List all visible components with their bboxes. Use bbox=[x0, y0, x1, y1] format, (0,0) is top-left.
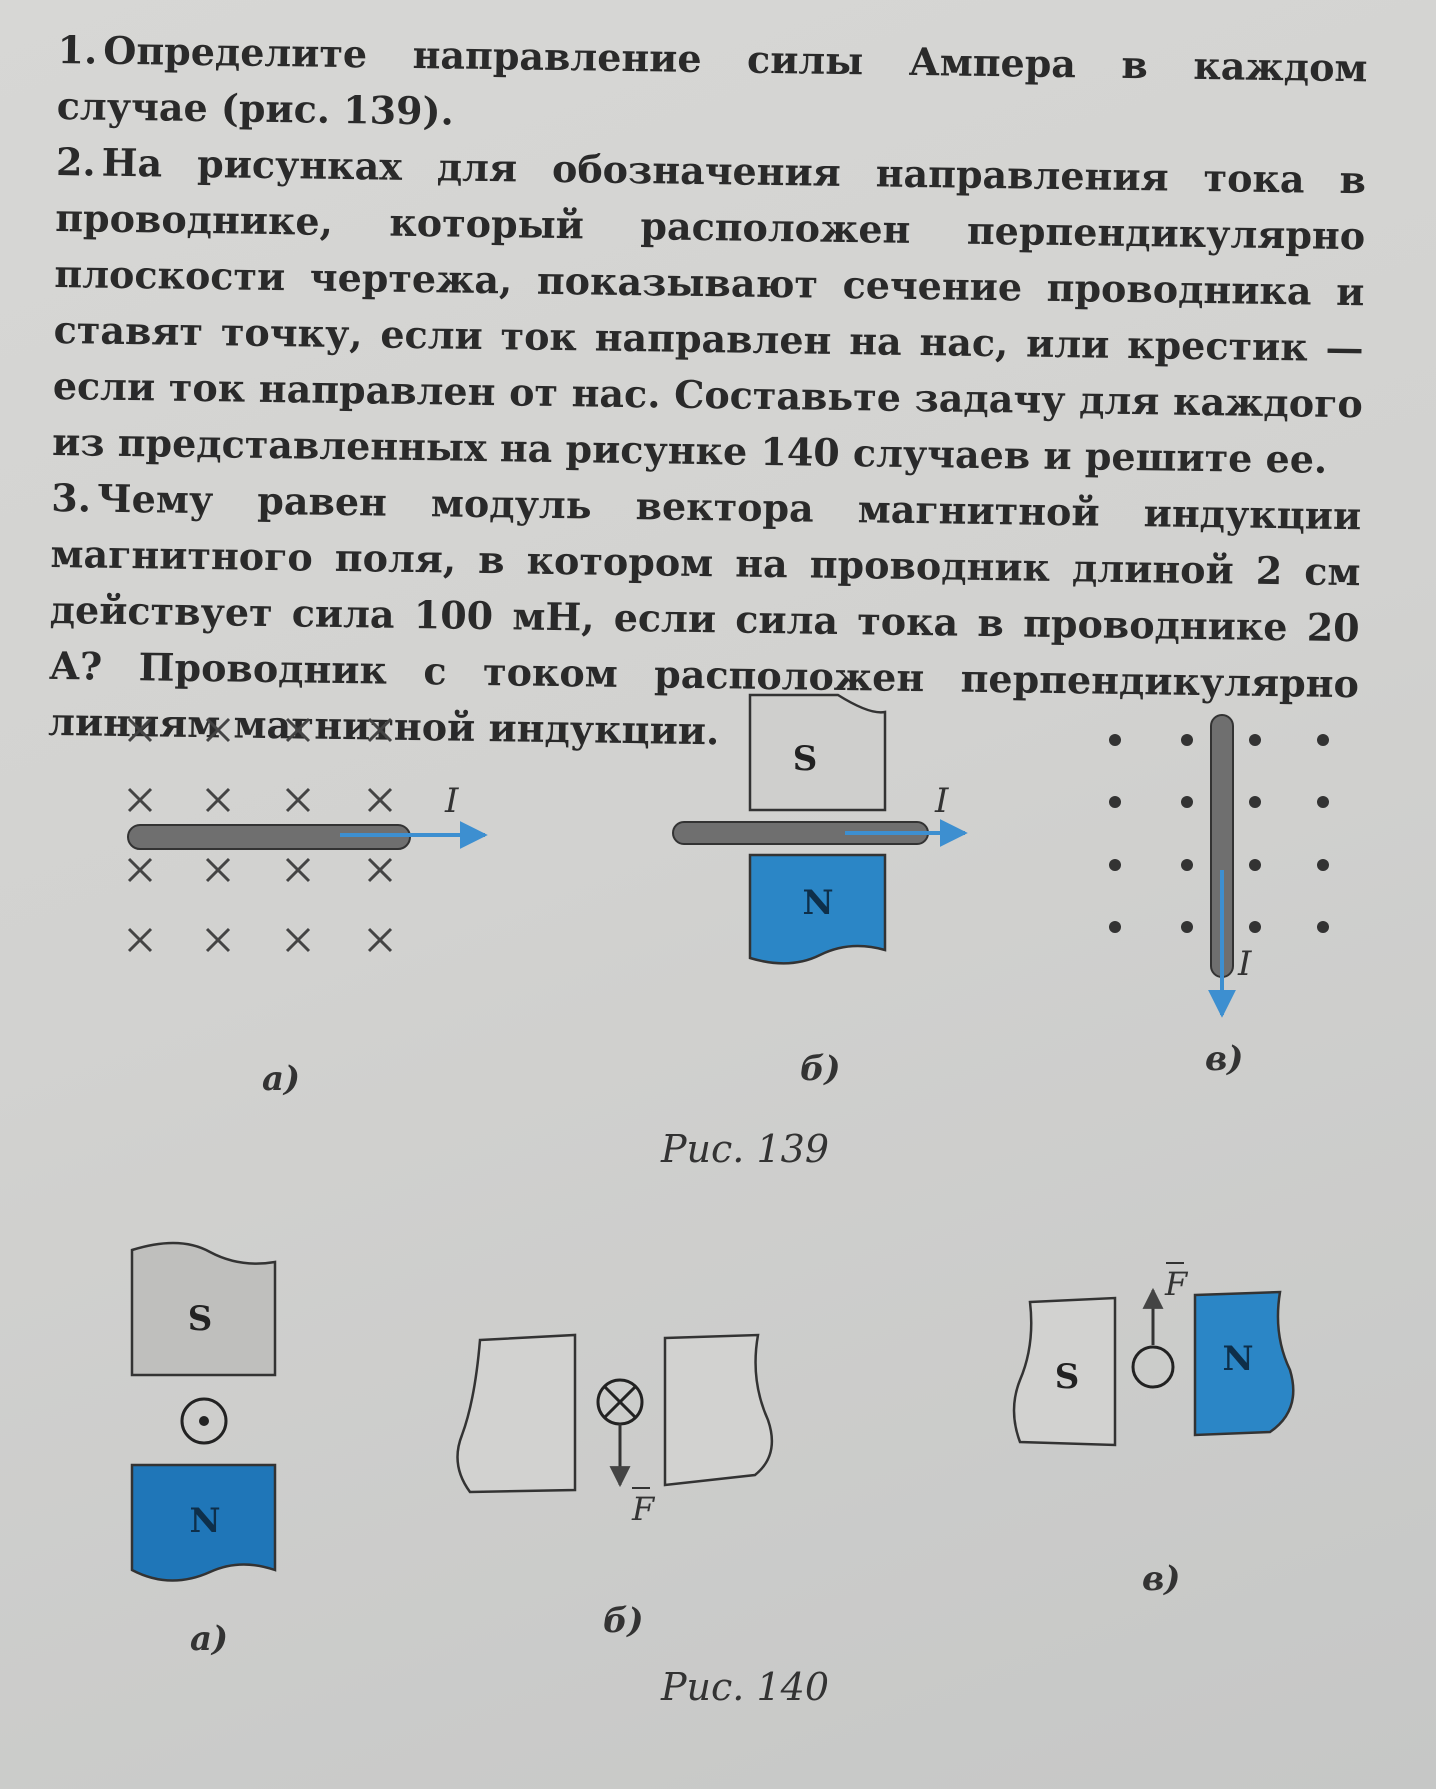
field-dot bbox=[1317, 921, 1329, 933]
magnet-n bbox=[1193, 1290, 1295, 1437]
field-cross bbox=[285, 857, 311, 883]
figure-140: S N а) F б) S F N в) Рис. 140 bbox=[130, 1241, 1295, 1709]
magnet-s bbox=[1012, 1296, 1117, 1447]
field-dot bbox=[1181, 734, 1193, 746]
field-cross bbox=[285, 717, 311, 743]
field-dot bbox=[1249, 734, 1261, 746]
figure-caption: Рис. 140 bbox=[660, 1665, 829, 1709]
field-cross bbox=[205, 927, 231, 953]
current-out-dot bbox=[199, 1416, 209, 1426]
field-dot bbox=[1181, 796, 1193, 808]
figure-caption: Рис. 139 bbox=[660, 1127, 829, 1171]
magnet-n-label: N bbox=[189, 1501, 220, 1541]
field-cross bbox=[127, 717, 153, 743]
field-dot bbox=[1317, 796, 1329, 808]
field-cross bbox=[367, 787, 393, 813]
field-cross bbox=[285, 927, 311, 953]
magnet-n bbox=[748, 853, 887, 965]
figure-139: I а) S N I б) I в) Рис. 139 bbox=[127, 693, 1329, 1171]
field-dot bbox=[1317, 859, 1329, 871]
force-label: F bbox=[631, 1490, 656, 1528]
field-dot bbox=[1109, 921, 1121, 933]
field-dot bbox=[1109, 734, 1121, 746]
magnet-left bbox=[456, 1333, 577, 1494]
force-label: F bbox=[1164, 1265, 1189, 1303]
problem-number: 3. bbox=[51, 474, 92, 521]
magnet-s-label: S bbox=[188, 1299, 213, 1339]
field-cross bbox=[205, 787, 231, 813]
field-dot bbox=[1181, 859, 1193, 871]
field-cross bbox=[127, 927, 153, 953]
problem-1: 1.Определите направление силы Ампера в к… bbox=[56, 22, 1368, 152]
magnet-s bbox=[130, 1241, 277, 1377]
problem-text: 1.Определите направление силы Ампера в к… bbox=[48, 22, 1368, 768]
field-dot bbox=[1109, 859, 1121, 871]
magnet-n bbox=[130, 1463, 277, 1582]
current-label: I bbox=[1237, 944, 1252, 984]
subfigure-label-b: б) bbox=[603, 1601, 644, 1641]
field-crosses bbox=[127, 717, 393, 953]
field-cross bbox=[367, 857, 393, 883]
field-cross bbox=[367, 927, 393, 953]
field-cross bbox=[127, 787, 153, 813]
problem-2: 2.На рисунках для обозначения направлени… bbox=[52, 134, 1367, 488]
field-dot bbox=[1317, 734, 1329, 746]
magnet-s-label: S bbox=[1055, 1357, 1080, 1397]
conductor-section-icon bbox=[1131, 1345, 1175, 1389]
field-dot bbox=[1109, 796, 1121, 808]
magnet-n-label: N bbox=[802, 883, 833, 923]
current-label: I bbox=[934, 781, 949, 821]
field-dot bbox=[1249, 859, 1261, 871]
field-cross bbox=[127, 857, 153, 883]
subfigure-label-a: а) bbox=[190, 1619, 228, 1659]
problem-body: Определите направление силы Ампера в каж… bbox=[56, 27, 1368, 134]
field-dot bbox=[1249, 921, 1261, 933]
field-dot bbox=[1249, 796, 1261, 808]
subfigure-label-c: в) bbox=[1142, 1559, 1180, 1599]
field-cross bbox=[205, 717, 231, 743]
subfigure-label-b: б) bbox=[800, 1049, 841, 1089]
current-label: I bbox=[444, 781, 459, 821]
problem-body: На рисунках для обозначения направления … bbox=[51, 139, 1367, 482]
magnet-right bbox=[663, 1333, 774, 1487]
problem-number: 2. bbox=[55, 138, 97, 185]
subfigure-label-c: в) bbox=[1205, 1039, 1243, 1079]
field-cross bbox=[367, 717, 393, 743]
problem-number: 1. bbox=[57, 26, 98, 73]
current-out-icon bbox=[180, 1397, 228, 1445]
magnet-s-label: S bbox=[793, 739, 818, 779]
cross-stroke bbox=[603, 1385, 637, 1419]
subfigure-label-a: а) bbox=[262, 1059, 300, 1099]
field-dots bbox=[1109, 734, 1329, 933]
field-cross bbox=[285, 787, 311, 813]
field-dot bbox=[1181, 921, 1193, 933]
magnet-s bbox=[748, 693, 887, 812]
field-cross bbox=[205, 857, 231, 883]
magnet-n-label: N bbox=[1222, 1339, 1253, 1379]
